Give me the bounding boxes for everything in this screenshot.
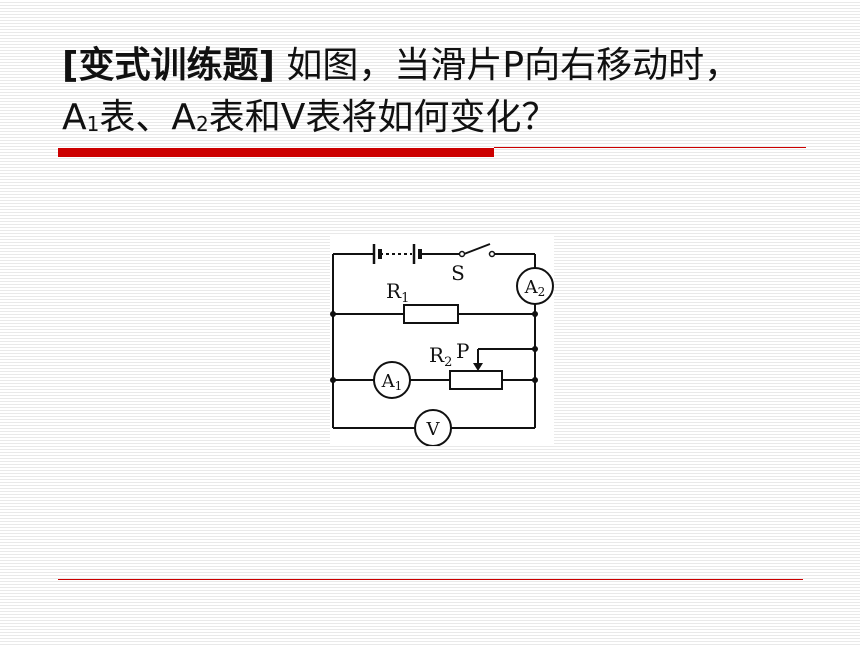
title-underline-thin xyxy=(494,147,806,148)
r1-resistor xyxy=(403,304,459,324)
a2-subscript: 2 xyxy=(196,112,209,136)
junction-dot xyxy=(532,346,538,352)
ammeter-a2-label: A2 xyxy=(524,277,546,299)
ammeter-a1-label: A1 xyxy=(381,371,403,393)
junction-dot xyxy=(532,377,538,383)
footer-rule xyxy=(58,579,803,580)
r2-label: R2 xyxy=(429,343,452,370)
switch-label: S xyxy=(451,261,465,285)
a1-suffix: 表、 xyxy=(99,97,172,138)
switch-contact-right xyxy=(488,250,496,258)
title-underline-thick xyxy=(58,148,494,157)
a1-prefix: A xyxy=(62,97,87,138)
a2-suffix: 表和V表将如何变化？ xyxy=(208,97,558,138)
switch-contact-left xyxy=(458,250,466,258)
question-title: [变式训练题] 如图，当滑片P向右移动时， A1表、A2表和V表将如何变化？ xyxy=(62,40,842,150)
question-line1: 如图，当滑片P向右移动时， xyxy=(274,45,741,86)
slider-arrow-icon xyxy=(473,363,483,371)
voltmeter-label: V xyxy=(426,419,441,440)
switch-blade xyxy=(463,243,491,255)
junction-dot xyxy=(330,311,336,317)
slider-label: P xyxy=(456,339,469,363)
question-tag: [变式训练题] xyxy=(62,45,275,86)
junction-dot xyxy=(330,377,336,383)
circuit-svg: S R1 R2 P A2 A1 V xyxy=(330,243,554,446)
r2-rheostat xyxy=(449,370,503,390)
ammeter-a1-icon xyxy=(373,361,411,399)
r1-label: R1 xyxy=(386,279,409,306)
circuit-diagram: S R1 R2 P A2 A1 V xyxy=(330,236,554,446)
a1-subscript: 1 xyxy=(86,112,100,136)
junction-dot xyxy=(532,311,538,317)
a2-prefix: A xyxy=(171,97,197,138)
ammeter-a2-icon xyxy=(516,267,554,305)
voltmeter-icon xyxy=(414,409,452,446)
